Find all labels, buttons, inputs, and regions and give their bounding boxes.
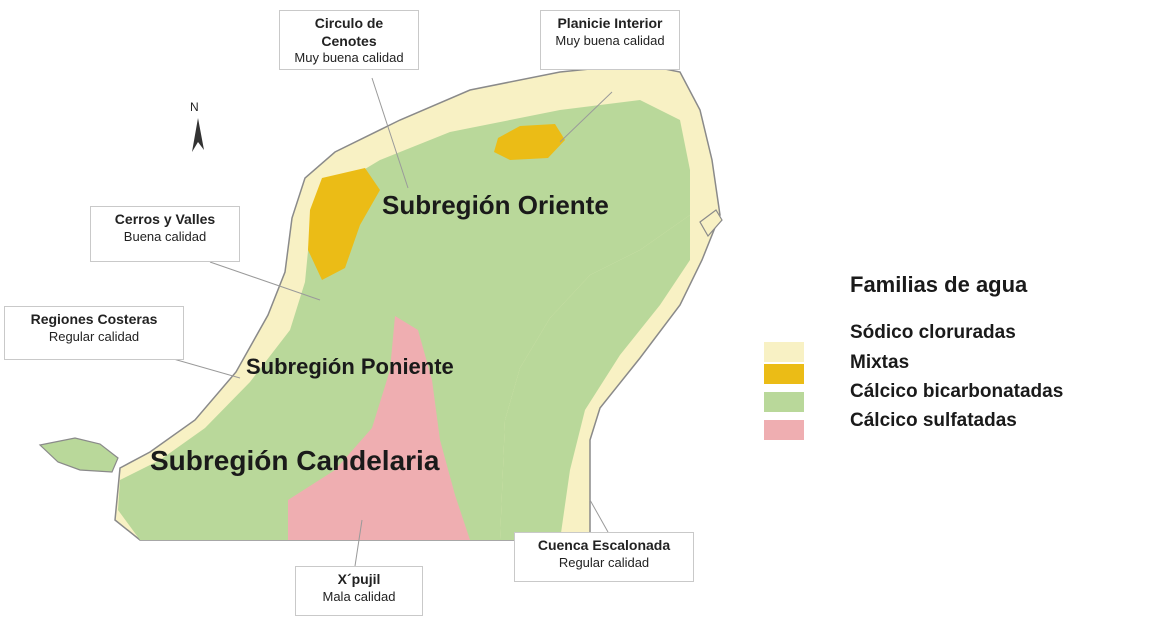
callout-cerros: Cerros y Valles Buena calidad [90,206,240,262]
callout-cuenca-quality: Regular calidad [558,554,650,570]
region-oriente-label: Subregión Oriente [382,190,609,220]
legend-item-sodico: Sódico cloruradas [850,322,1016,343]
cozumel-island [699,209,723,238]
legend-swatch-sulfatadas [764,420,804,440]
region-poniente-label: Subregión Poniente [246,354,454,379]
callout-cuenca: Cuenca Escalonada Regular calidad [514,532,694,582]
leader-lines [169,77,613,567]
legend-title: Familias de agua [850,272,1028,297]
legend-swatch-sodico [764,342,804,362]
legend-item-bicarbonatadas: Cálcico bicarbonatadas [850,381,1064,402]
north-arrow-icon [192,118,204,152]
callout-costeras-quality: Regular calidad [48,328,140,344]
callout-xpujil-quality: Mala calidad [322,588,396,604]
callout-planicie-quality: Muy buena calidad [555,32,665,48]
callout-cerros-quality: Buena calidad [123,228,207,244]
western-tail [38,437,119,473]
calcico-sulfatado-zone [288,316,470,540]
callout-planicie: Planicie Interior Muy buena calidad [540,10,680,70]
calcico-bicarbonatado-zone [118,100,690,540]
legend-swatch-bicarbonatadas [764,392,804,412]
mixtas-zone-west [308,168,380,280]
callout-costeras: Regiones Costeras Regular calidad [4,306,184,360]
mixtas-zone-north [494,124,565,160]
calcico-bicarbonatado-east [500,215,690,540]
callout-cenotes-quality: Muy buena calidad [294,50,404,65]
legend-swatch-mixtas [764,364,804,384]
callout-cenotes-title: Circulo de Cenotes [314,15,384,49]
callout-xpujil: X´pujil Mala calidad [295,566,423,616]
legend-item-sulfatadas: Cálcico sulfatadas [850,410,1017,431]
north-label: N [190,100,199,114]
callout-xpujil-title: X´pujil [337,571,381,587]
callout-planicie-title: Planicie Interior [557,15,663,31]
callout-costeras-title: Regiones Costeras [30,311,158,327]
callout-cuenca-title: Cuenca Escalonada [537,537,671,553]
region-candelaria-label: Subregión Candelaria [150,445,440,476]
callout-cerros-title: Cerros y Valles [114,211,216,227]
callout-cenotes: Circulo de Cenotes Muy buena calidad [279,10,419,70]
legend-item-mixtas: Mixtas [850,352,910,373]
